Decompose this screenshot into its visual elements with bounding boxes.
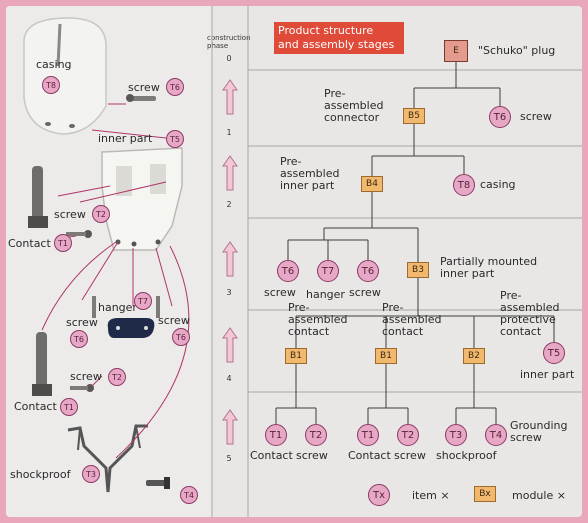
phase-1: 1 bbox=[226, 128, 232, 137]
screw-illustration bbox=[131, 96, 156, 101]
contact-label-b: Contact bbox=[348, 449, 391, 462]
screw-label: screw bbox=[70, 370, 102, 383]
grounding-screw-illustration bbox=[146, 480, 168, 486]
title-line-1: Product structure bbox=[278, 24, 374, 37]
shockproof-label: shockproof bbox=[10, 468, 71, 481]
module-b5: B5 bbox=[403, 108, 425, 124]
module-b1-a: B1 bbox=[285, 348, 307, 364]
protective-contact-label: Pre- assembled protective contact bbox=[500, 289, 560, 338]
contact-illustration bbox=[36, 332, 47, 388]
item-t8-l2: T8 bbox=[453, 174, 475, 196]
phase-header-line2: phase bbox=[207, 42, 229, 50]
contact-label-a: Contact bbox=[250, 449, 293, 462]
item-t6-badge: T6 bbox=[70, 330, 88, 348]
item-t1-badge: T1 bbox=[60, 398, 78, 416]
item-t2-badge: T2 bbox=[108, 368, 126, 386]
hanger-label: hanger bbox=[98, 301, 137, 314]
item-t2-b: T2 bbox=[397, 424, 419, 446]
preassembled-contact-label-1: Pre- assembled contact bbox=[288, 301, 348, 338]
phase-3: 3 bbox=[226, 288, 232, 297]
item-t1-badge: T1 bbox=[54, 234, 72, 252]
casing-label: casing bbox=[36, 58, 72, 71]
hanger-label-l3: hanger bbox=[306, 288, 345, 301]
diagram-title: Product structure and assembly stages bbox=[274, 22, 404, 54]
item-t6-badge: T6 bbox=[172, 328, 190, 346]
casing-illustration bbox=[23, 17, 107, 135]
module-e-root: E bbox=[444, 40, 468, 62]
item-t1-b: T1 bbox=[357, 424, 379, 446]
screw-label-l3b: screw bbox=[349, 286, 381, 299]
module-b4: B4 bbox=[361, 176, 383, 192]
phase-0: 0 bbox=[226, 54, 232, 63]
screw-label: screw bbox=[128, 81, 160, 94]
item-t7-badge: T7 bbox=[134, 292, 152, 310]
legend-module-swatch: Bx bbox=[474, 486, 496, 502]
screw-label: screw bbox=[54, 208, 86, 221]
screw-label-l1: screw bbox=[520, 110, 552, 123]
hanger-illustration bbox=[107, 318, 155, 338]
module-b3: B3 bbox=[407, 262, 429, 278]
item-t4-badge: T4 bbox=[180, 486, 198, 504]
item-t7-l3: T7 bbox=[317, 260, 339, 282]
item-t6-badge: T6 bbox=[166, 78, 184, 96]
screw-label-b: screw bbox=[394, 449, 426, 462]
contact-label: Contact bbox=[8, 237, 51, 250]
item-t5-badge: T5 bbox=[166, 130, 184, 148]
tree-connectors bbox=[211, 6, 582, 517]
contact-label: Contact bbox=[14, 400, 57, 413]
contact-illustration bbox=[32, 166, 43, 222]
item-t2-badge: T2 bbox=[92, 205, 110, 223]
preassembled-inner-part-label: Pre- assembled inner part bbox=[280, 155, 340, 192]
module-b2: B2 bbox=[463, 348, 485, 364]
item-t4: T4 bbox=[485, 424, 507, 446]
item-t6-l3b: T6 bbox=[357, 260, 379, 282]
module-b1-b: B1 bbox=[375, 348, 397, 364]
inner-part-label: inner part bbox=[98, 132, 153, 145]
legend-module-label: module × bbox=[512, 489, 566, 502]
phase-5: 5 bbox=[226, 454, 232, 463]
item-t3-badge: T3 bbox=[82, 465, 100, 483]
item-t1-a: T1 bbox=[265, 424, 287, 446]
legend-item-swatch: Tx bbox=[368, 484, 390, 506]
screw-label: screw bbox=[66, 316, 98, 329]
item-t6-l3a: T6 bbox=[277, 260, 299, 282]
diagram-frame: casing T8 screw T6 inner part T5 screw T… bbox=[6, 6, 582, 517]
screw-label-a: screw bbox=[296, 449, 328, 462]
phase-header-line1: construction bbox=[207, 34, 251, 42]
screw-label: screw bbox=[158, 314, 190, 327]
phase-4: 4 bbox=[226, 374, 232, 383]
grounding-screw-label: Grounding screw bbox=[510, 419, 568, 444]
partially-mounted-label: Partially mounted inner part bbox=[440, 255, 538, 280]
parts-illustration bbox=[23, 17, 190, 493]
preassembled-contact-label-2: Pre- assembled contact bbox=[382, 301, 442, 338]
shockproof-label-l5: shockproof bbox=[436, 449, 497, 462]
item-t8-badge: T8 bbox=[42, 76, 60, 94]
screw-label-l3a: screw bbox=[264, 286, 296, 299]
item-t6-l1: T6 bbox=[489, 106, 511, 128]
title-line-2: and assembly stages bbox=[278, 38, 395, 51]
casing-label-l2: casing bbox=[480, 178, 516, 191]
item-t2-a: T2 bbox=[305, 424, 327, 446]
shockproof-illustration bbox=[67, 424, 148, 493]
phase-2: 2 bbox=[226, 200, 232, 209]
plug-label: "Schuko" plug bbox=[478, 44, 556, 57]
phase-arrows bbox=[222, 79, 238, 445]
preassembled-connector-label: Pre- assembled connector bbox=[324, 87, 384, 124]
legend-item-label: item × bbox=[412, 489, 450, 502]
inner-part-label-l4: inner part bbox=[520, 368, 575, 381]
parts-photo-panel: casing T8 screw T6 inner part T5 screw T… bbox=[6, 6, 212, 517]
item-t5-l4: T5 bbox=[543, 342, 565, 364]
item-t3: T3 bbox=[445, 424, 467, 446]
